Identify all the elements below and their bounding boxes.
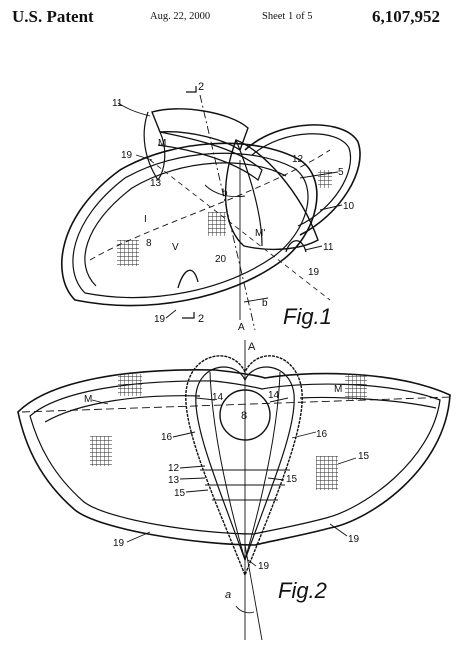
fig1-label: b — [222, 188, 228, 199]
fig1-label: M' — [255, 228, 265, 239]
fig1-label: 19 — [154, 314, 166, 325]
fig2-label: 12 — [168, 463, 180, 474]
fig1-label: 11 — [112, 98, 123, 109]
fig2-caption: Fig.2 — [278, 578, 327, 603]
fig1-label: A — [238, 322, 245, 333]
figure-1-labels: 11 2 M 19 13 12 5 b 10 I 8 V M' 20 11 19… — [112, 81, 355, 333]
figure-2-drawing — [17, 340, 453, 641]
fig1-label: 5 — [338, 167, 344, 178]
fig1-label: 19 — [121, 150, 133, 161]
fig1-label: 2 — [198, 313, 204, 325]
patent-number: 6,107,952 — [372, 7, 440, 26]
patent-label: U.S. Patent — [12, 7, 94, 26]
fig1-caption: Fig.1 — [283, 304, 332, 329]
fig1-label: M — [158, 138, 166, 149]
fig2-label: 15 — [286, 474, 298, 485]
fig2-label: 15 — [358, 451, 370, 462]
fig1-label: 12 — [292, 154, 304, 165]
fig1-label: 20 — [215, 254, 227, 265]
fig2-label: M — [84, 394, 92, 405]
figure-1-drawing — [60, 86, 361, 331]
sheet-number: Sheet 1 of 5 — [262, 11, 313, 22]
fig1-label: 19 — [308, 267, 320, 278]
patent-date: Aug. 22, 2000 — [150, 11, 211, 22]
fig2-label: a — [225, 589, 231, 601]
fig2-label: 16 — [316, 429, 328, 440]
patent-header: U.S. Patent Aug. 22, 2000 Sheet 1 of 5 6… — [0, 0, 475, 34]
figure-2-labels: A M 14 8 14 M 16 16 12 13 15 15 15 19 19… — [84, 341, 370, 603]
fig2-label: 13 — [168, 475, 180, 486]
fig2-label: 19 — [113, 538, 125, 549]
fig1-label: 11 — [323, 242, 334, 253]
fig2-label: 14 — [268, 390, 280, 401]
fig2-label: 15 — [174, 488, 186, 499]
fig2-label: A — [248, 341, 256, 353]
fig1-label: 8 — [146, 238, 152, 249]
fig2-label: 16 — [161, 432, 173, 443]
fig2-label: 19 — [348, 534, 360, 545]
fig2-label: 19 — [258, 561, 270, 572]
fig2-label: M — [334, 384, 342, 395]
fig1-label: b — [262, 298, 268, 309]
fig1-label: 2 — [198, 81, 204, 93]
fig1-label: I — [144, 214, 147, 225]
fig1-label: V — [172, 242, 179, 253]
fig2-label: 14 — [212, 392, 224, 403]
fig2-label: 8 — [241, 410, 247, 422]
fig1-label: 13 — [150, 178, 162, 189]
fig1-label: 10 — [343, 201, 355, 212]
